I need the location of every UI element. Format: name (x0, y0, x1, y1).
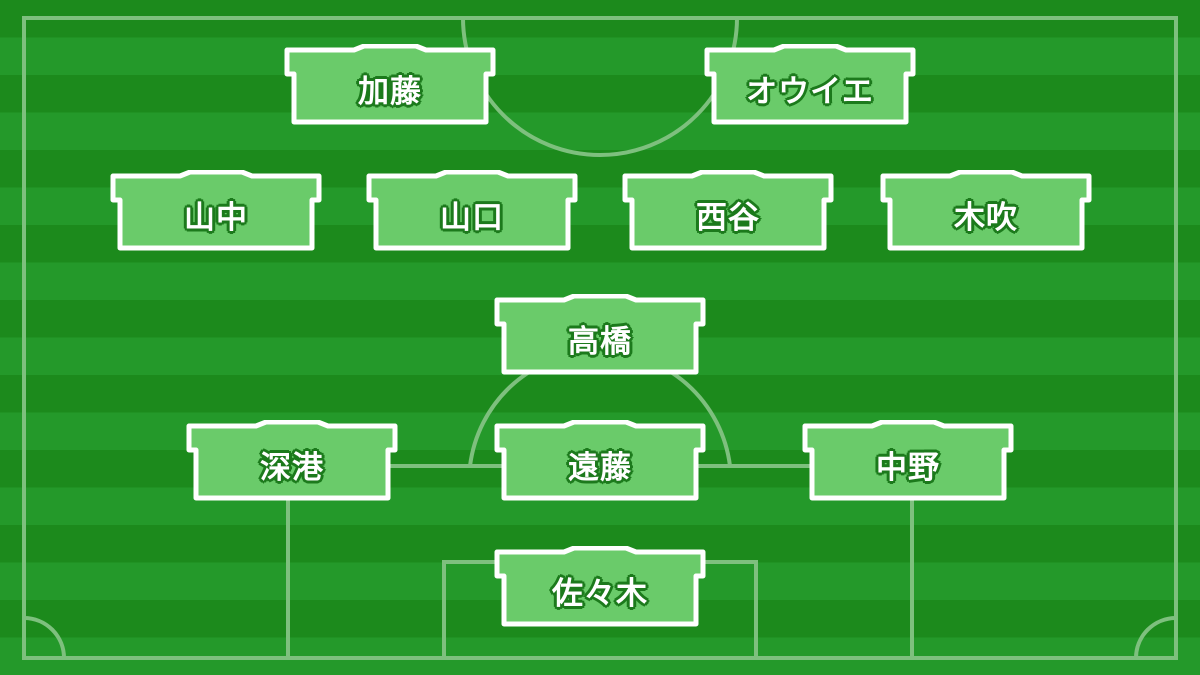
player-shirt-kibuki: 木吹 (878, 170, 1094, 252)
player-shirt-yamaguchi: 山口 (364, 170, 580, 252)
shirt-icon (284, 44, 496, 125)
shirt-icon (186, 420, 398, 501)
player-name: 木吹 (954, 200, 1018, 236)
grass-stripe (0, 112, 1200, 151)
grass-stripe (0, 75, 1200, 113)
player-shirt-endo: 遠藤 (492, 420, 708, 502)
player-shirt-yamanaka: 山中 (108, 170, 324, 252)
player-name: 深港 (260, 450, 324, 486)
player-shirt-nishiya: 西谷 (620, 170, 836, 252)
shirt-icon (704, 44, 916, 125)
corner-arc-left (23, 616, 66, 659)
player-name: 西谷 (696, 200, 760, 236)
grass-stripe (0, 37, 1200, 76)
player-name: 中野 (876, 450, 940, 486)
player-name: 山口 (440, 200, 504, 236)
player-name: 佐々木 (552, 576, 648, 612)
player-shirt-sasaki: 佐々木 (492, 546, 708, 628)
shirt-icon (110, 170, 322, 251)
player-name: オウイエ (746, 74, 874, 110)
player-shirt-kato: 加藤 (282, 44, 498, 126)
player-shirt-fukaminato: 深港 (184, 420, 400, 502)
shirt-icon (494, 420, 706, 501)
shirt-icon (880, 170, 1092, 251)
player-name: 遠藤 (568, 450, 632, 486)
player-shirt-owie: オウイエ (702, 44, 918, 126)
player-shirt-nakano: 中野 (800, 420, 1016, 502)
shirt-icon (366, 170, 578, 251)
shirt-icon (494, 294, 706, 375)
shirt-icon (494, 546, 706, 627)
player-name: 高橋 (568, 324, 632, 360)
player-shirt-takahashi: 高橋 (492, 294, 708, 376)
player-name: 加藤 (358, 74, 422, 110)
shirt-icon (802, 420, 1014, 501)
player-name: 山中 (184, 200, 248, 236)
grass-stripe (0, 375, 1200, 413)
corner-arc-right (1134, 616, 1177, 659)
pitch-boundary (22, 16, 1178, 660)
shirt-icon (622, 170, 834, 251)
